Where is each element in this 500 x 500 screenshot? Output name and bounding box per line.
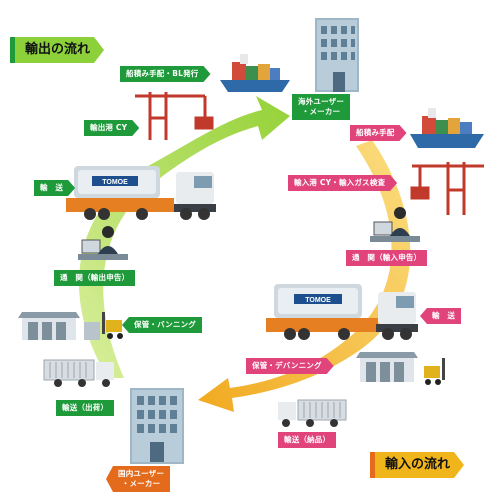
label-transport-delivery: 輸送（納品） [278, 432, 337, 448]
import-tank-logo: TOMOE [305, 297, 331, 304]
export-cargo-ship-icon [220, 54, 290, 92]
export-forklift-icon [102, 312, 123, 339]
domestic-building-icon [130, 388, 184, 464]
export-warehouse-icon [18, 312, 100, 340]
label-import-port-cy: 輸入港 CY・輸入ガス検査 [288, 175, 397, 191]
export-gantry-crane-icon [135, 92, 214, 140]
export-office-worker-icon [78, 226, 128, 260]
export-title-accent [10, 37, 15, 63]
label-customs-import: 通 関（輸入申告） [346, 250, 428, 266]
import-forklift-icon [424, 358, 445, 385]
export-tank-truck-icon: TOMOE [66, 166, 216, 220]
label-transport-shipping: 輸送（出荷） [56, 400, 115, 416]
import-gantry-crane-icon [410, 162, 484, 215]
label-ship-arrangement: 船積み手配 [350, 125, 407, 141]
label-ship-bl: 船積み手配・BL発行 [120, 66, 211, 82]
import-gas-trailer-icon [278, 399, 347, 427]
export-flow-title: 輸出の流れ [15, 37, 104, 63]
import-tank-truck-icon: TOMOE [266, 284, 418, 340]
label-transport-import: 輸 送 [420, 308, 462, 324]
import-warehouse-icon [356, 352, 418, 382]
overseas-building-icon [315, 18, 359, 92]
import-office-worker-icon [370, 207, 420, 242]
import-title-accent [370, 452, 375, 478]
label-domestic-user: 国内ユーザー ・メーカー [106, 466, 171, 492]
export-tank-logo: TOMOE [102, 179, 128, 186]
import-flow-arrow [198, 140, 411, 412]
export-flow-arrow [79, 96, 290, 378]
label-customs-export: 通 関（輸出申告） [54, 270, 136, 286]
export-gas-trailer-icon [43, 359, 114, 387]
import-flow-title: 輸入の流れ [375, 452, 464, 478]
label-storage-vanning: 保管・バンニング [122, 317, 202, 333]
label-export-port-cy: 輸出港 CY [84, 120, 139, 136]
label-storage-devanning: 保管・デバンニング [246, 358, 334, 374]
label-overseas-user: 海外ユーザー ・メーカー [292, 94, 351, 120]
label-transport-export: 輸 送 [34, 180, 75, 196]
import-cargo-ship-icon [410, 108, 484, 148]
